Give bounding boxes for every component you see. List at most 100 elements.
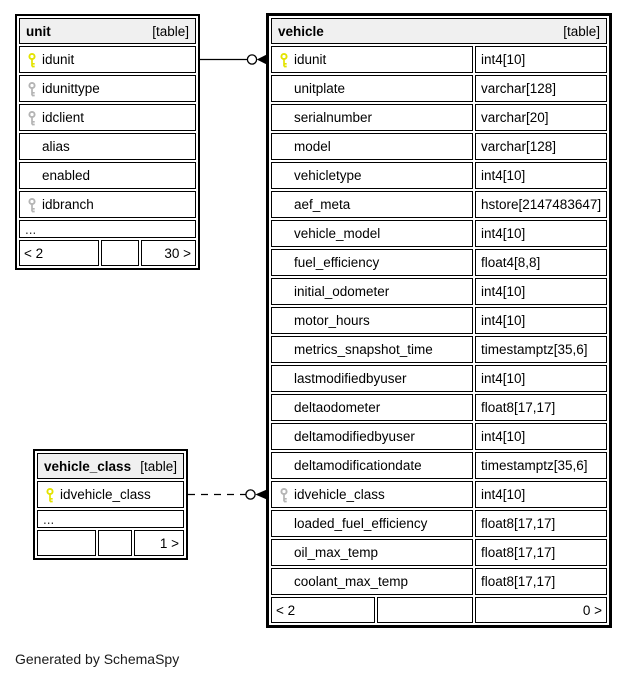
ellipsis-row: ...	[37, 510, 184, 528]
primary-key-icon	[46, 487, 54, 502]
column-type: timestamptz[35,6]	[475, 452, 607, 479]
column-type: int4[10]	[475, 423, 607, 450]
column-name: fuel_efficiency	[294, 255, 380, 270]
arrowhead-icon	[256, 54, 266, 65]
footer-middle-cell	[98, 530, 132, 556]
column-name: idvehicle_class	[294, 487, 385, 502]
column-row: serialnumber varchar[20]	[271, 104, 607, 131]
column-type: hstore[2147483647]	[475, 191, 607, 218]
column-name: idunit	[294, 52, 327, 67]
column-name-cell: coolant_max_temp	[271, 568, 473, 595]
column-name: idvehicle_class	[60, 487, 151, 502]
column-name: idclient	[42, 110, 85, 125]
footer-right-count: 1 >	[134, 530, 184, 556]
column-type: float8[17,17]	[475, 394, 607, 421]
column-name: model	[294, 139, 331, 154]
index-key-icon	[28, 81, 36, 96]
column-row: idunit	[19, 46, 196, 73]
column-row: fuel_efficiency float4[8,8]	[271, 249, 607, 276]
column-row: coolant_max_temp float8[17,17]	[271, 568, 607, 595]
column-row: initial_odometer int4[10]	[271, 278, 607, 305]
primary-key-icon	[28, 52, 36, 67]
column-name-cell: alias	[19, 133, 196, 160]
column-row: alias	[19, 133, 196, 160]
table-name: vehicle	[278, 23, 324, 39]
column-name: lastmodifiedbyuser	[294, 371, 407, 386]
table-unit-header[interactable]: unit [table]	[19, 18, 196, 44]
column-name-cell: vehicle_model	[271, 220, 473, 247]
column-name-cell: metrics_snapshot_time	[271, 336, 473, 363]
column-type: float8[17,17]	[475, 510, 607, 537]
column-name: vehicletype	[294, 168, 362, 183]
table-vehicle-class-header[interactable]: vehicle_class [table]	[37, 453, 184, 479]
column-name: initial_odometer	[294, 284, 390, 299]
column-row: vehicle_model int4[10]	[271, 220, 607, 247]
table-footer: < 2 0 >	[271, 597, 607, 623]
column-name: alias	[42, 139, 70, 154]
table-type-badge: [table]	[140, 458, 177, 474]
column-name-cell: deltamodifiedbyuser	[271, 423, 473, 450]
column-name: deltamodifiedbyuser	[294, 429, 415, 444]
index-key-icon	[28, 197, 36, 212]
footer-left-count	[37, 530, 96, 556]
column-name-cell: aef_meta	[271, 191, 473, 218]
column-name-cell: idvehicle_class	[37, 481, 184, 508]
column-type: varchar[128]	[475, 75, 607, 102]
generated-by-label: Generated by SchemaSpy	[15, 651, 180, 667]
column-type: int4[10]	[475, 278, 607, 305]
table-name: unit	[26, 23, 51, 39]
zero-or-one-circle	[246, 54, 258, 65]
column-name-cell: unitplate	[271, 75, 473, 102]
column-name-cell: idunit	[271, 46, 473, 73]
column-name-cell: enabled	[19, 162, 196, 189]
column-name-cell: lastmodifiedbyuser	[271, 365, 473, 392]
primary-key-icon	[280, 52, 288, 67]
column-name-cell: deltamodificationdate	[271, 452, 473, 479]
table-vehicle-class[interactable]: vehicle_class [table] idvehicle_class ..…	[33, 449, 188, 560]
column-name: aef_meta	[294, 197, 351, 212]
column-name: coolant_max_temp	[294, 574, 409, 589]
footer-middle-cell	[377, 597, 473, 623]
ellipsis-row: ...	[19, 220, 196, 238]
column-name: loaded_fuel_efficiency	[294, 516, 428, 531]
column-name: serialnumber	[294, 110, 373, 125]
column-type: float8[17,17]	[475, 568, 607, 595]
relationship-unit-vehicle	[200, 54, 266, 65]
column-name: vehicle_model	[294, 226, 381, 241]
column-row: deltamodifiedbyuser int4[10]	[271, 423, 607, 450]
column-type: int4[10]	[475, 220, 607, 247]
table-type-badge: [table]	[563, 23, 600, 39]
column-type: int4[10]	[475, 307, 607, 334]
table-type-badge: [table]	[152, 23, 189, 39]
footer-middle-cell	[101, 240, 139, 266]
column-type: varchar[128]	[475, 133, 607, 160]
column-type: int4[10]	[475, 162, 607, 189]
column-type: varchar[20]	[475, 104, 607, 131]
column-name-cell: serialnumber	[271, 104, 473, 131]
column-name-cell: initial_odometer	[271, 278, 473, 305]
column-name-cell: idbranch	[19, 191, 196, 218]
index-key-icon	[28, 110, 36, 125]
column-row: lastmodifiedbyuser int4[10]	[271, 365, 607, 392]
column-name: motor_hours	[294, 313, 370, 328]
column-row: model varchar[128]	[271, 133, 607, 160]
column-type: int4[10]	[475, 365, 607, 392]
column-name-cell: oil_max_temp	[271, 539, 473, 566]
table-vehicle-header[interactable]: vehicle [table]	[271, 18, 607, 44]
column-name: enabled	[42, 168, 91, 183]
column-name-cell: idunittype	[19, 75, 196, 102]
footer-right-count: 0 >	[475, 597, 607, 623]
column-type: float4[8,8]	[475, 249, 607, 276]
column-type: timestamptz[35,6]	[475, 336, 607, 363]
column-type: int4[10]	[475, 46, 607, 73]
column-name-cell: vehicletype	[271, 162, 473, 189]
column-row: idbranch	[19, 191, 196, 218]
